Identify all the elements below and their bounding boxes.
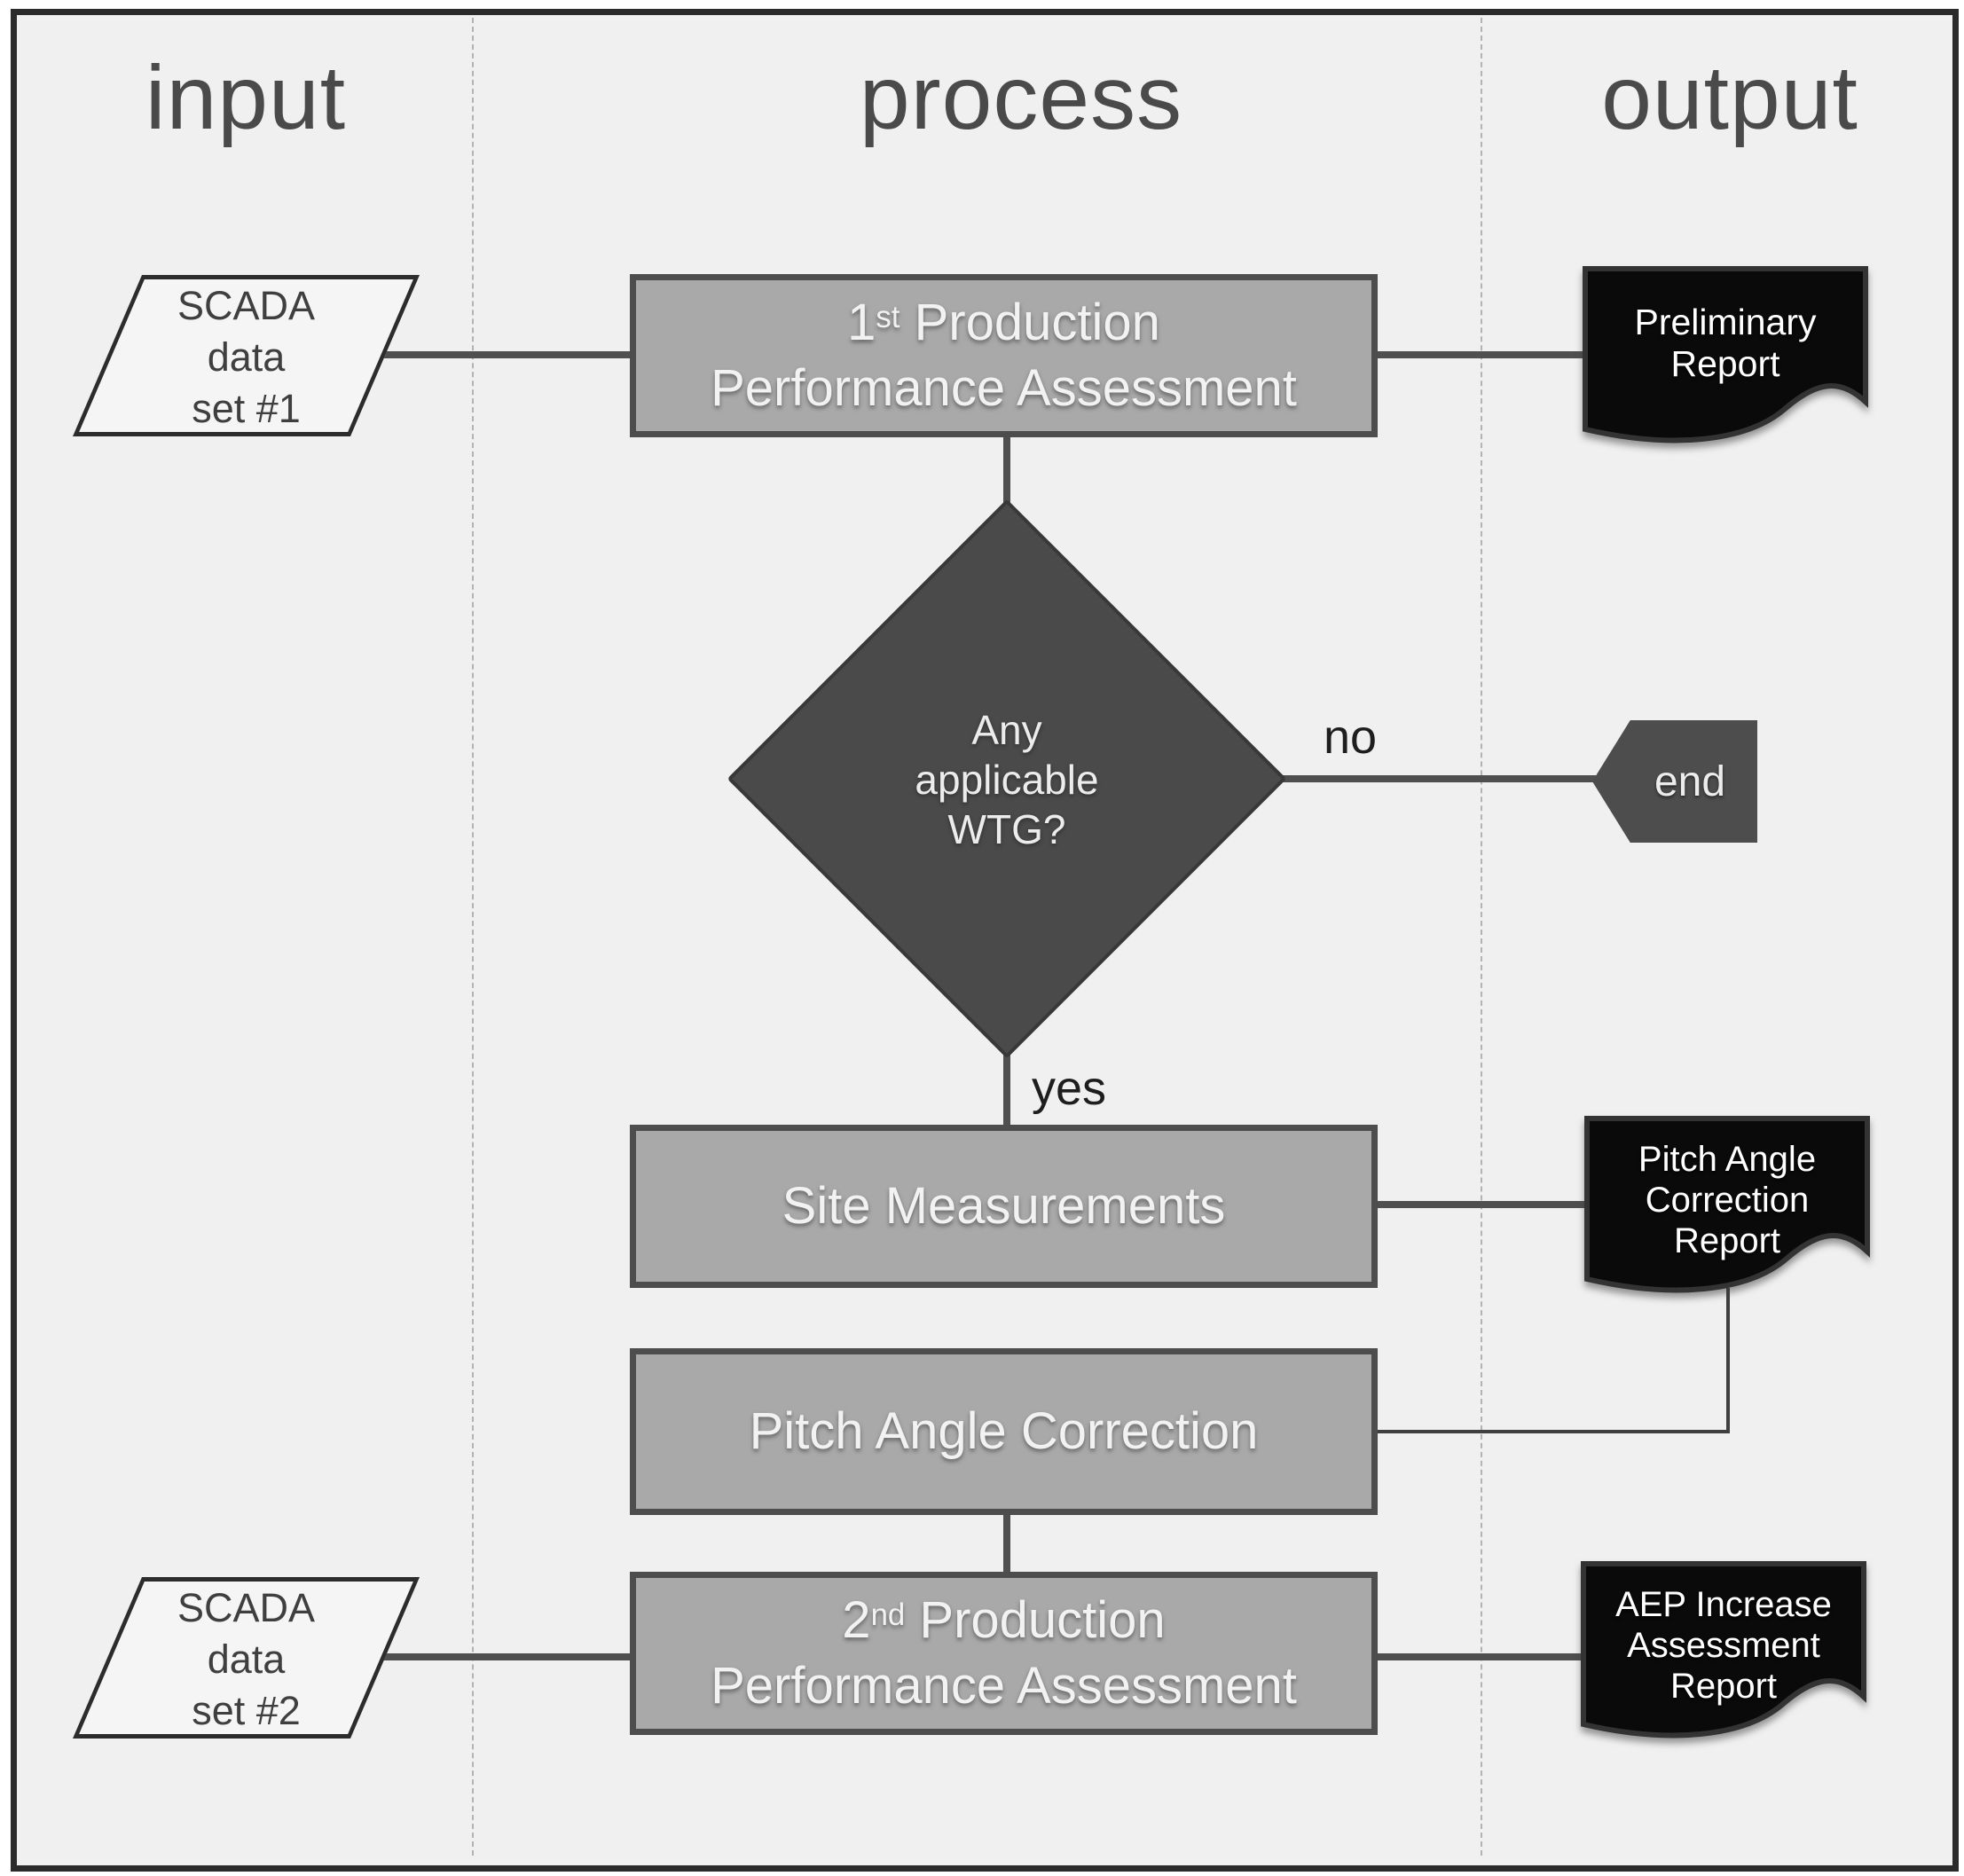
- ppa2-ordinal-number: 2: [842, 1591, 871, 1649]
- document-shape-icon: [1581, 1561, 1866, 1739]
- connector-pac-report-to-pac-box: [1375, 1430, 1730, 1433]
- input-scada-data-set-2-text: SCADA data set #2: [107, 1582, 385, 1737]
- ppa2-ordinal-suffix: nd: [870, 1597, 906, 1632]
- preliminary-report-line2: Report: [1670, 343, 1780, 384]
- pac-report-line3: Report: [1673, 1221, 1781, 1260]
- connector-decision-no-to-end: [1281, 775, 1596, 782]
- preliminary-report-text: Preliminary Report: [1581, 302, 1870, 385]
- branch-label-yes: yes: [1032, 1062, 1107, 1115]
- output-aep-increase-assessment-report: AEP Increase Assessment Report: [1579, 1559, 1868, 1750]
- decision-text: Any applicable WTG?: [829, 705, 1184, 854]
- pitch-angle-correction-label: Pitch Angle Correction: [749, 1402, 1259, 1460]
- document-shape-path: [1584, 1116, 1870, 1293]
- connector-scada2-to-ppa2: [376, 1653, 633, 1660]
- connector-site-measurements-to-pac-report: [1375, 1201, 1591, 1208]
- ppa1-title-rest: Production: [900, 294, 1160, 351]
- ppa1-line1: 1st Production: [847, 290, 1160, 356]
- aep-report-line2: Assessment: [1627, 1626, 1820, 1665]
- pac-report-line1: Pitch Angle: [1638, 1140, 1817, 1179]
- aep-report-line1: AEP Increase: [1615, 1585, 1832, 1624]
- ppa2-title-rest: Production: [905, 1591, 1166, 1649]
- output-preliminary-report: Preliminary Report: [1581, 264, 1870, 455]
- ppa2-line2: Performance Assessment: [711, 1657, 1297, 1715]
- lane-divider-input-process: [472, 18, 474, 1856]
- ppa1-line2: Performance Assessment: [711, 359, 1297, 417]
- scada2-line3: set #2: [192, 1688, 301, 1733]
- aep-report-text: AEP Increase Assessment Report: [1579, 1584, 1868, 1707]
- document-shape-icon: [1584, 1116, 1870, 1293]
- lane-header-output: output: [1601, 47, 1858, 148]
- terminator-end: end: [1592, 720, 1757, 843]
- branch-label-no: no: [1324, 710, 1378, 764]
- scada1-line2: data: [207, 334, 286, 380]
- connector-pac-to-ppa2: [1003, 1511, 1010, 1575]
- end-label: end: [1654, 757, 1726, 805]
- process-second-production-performance-assessment: 2nd Production Performance Assessment: [630, 1572, 1378, 1735]
- lane-header-input: input: [145, 47, 347, 148]
- scada2-line1: SCADA: [177, 1585, 316, 1630]
- scada2-line2: data: [207, 1637, 286, 1682]
- decision-line1: Any: [971, 707, 1042, 753]
- scada1-line1: SCADA: [177, 283, 316, 328]
- input-scada-data-set-1-text: SCADA data set #1: [107, 280, 385, 435]
- aep-report-line3: Report: [1669, 1667, 1778, 1706]
- ppa2-line1: 2nd Production: [842, 1588, 1165, 1653]
- decision-line3: WTG?: [947, 806, 1066, 852]
- document-shape-path: [1581, 1561, 1866, 1739]
- connector-decision-yes-to-site-measurements: [1003, 1051, 1010, 1129]
- ppa1-ordinal-number: 1: [847, 294, 876, 351]
- connector-scada1-to-ppa1: [376, 351, 633, 358]
- preliminary-report-line1: Preliminary: [1634, 302, 1817, 342]
- ppa1-ordinal-suffix: st: [876, 300, 900, 334]
- connector-ppa2-to-aep-report: [1375, 1653, 1583, 1660]
- site-measurements-label: Site Measurements: [782, 1177, 1226, 1235]
- connector-ppa1-to-preliminary-report: [1375, 351, 1588, 358]
- document-shape-path: [1583, 266, 1868, 443]
- output-pitch-angle-correction-report: Pitch Angle Correction Report: [1583, 1114, 1872, 1305]
- connector-pac-report-down: [1726, 1288, 1730, 1433]
- document-shape-icon: [1583, 266, 1868, 443]
- scada1-line3: set #1: [192, 386, 301, 431]
- lane-header-process: process: [859, 47, 1183, 148]
- process-first-production-performance-assessment: 1st Production Performance Assessment: [630, 274, 1378, 437]
- process-pitch-angle-correction: Pitch Angle Correction: [630, 1348, 1378, 1515]
- decision-line2: applicable: [915, 757, 1099, 803]
- pac-report-text: Pitch Angle Correction Report: [1583, 1139, 1872, 1261]
- lane-divider-process-output: [1481, 18, 1482, 1856]
- process-site-measurements: Site Measurements: [630, 1125, 1378, 1288]
- pac-report-line2: Correction: [1645, 1181, 1810, 1220]
